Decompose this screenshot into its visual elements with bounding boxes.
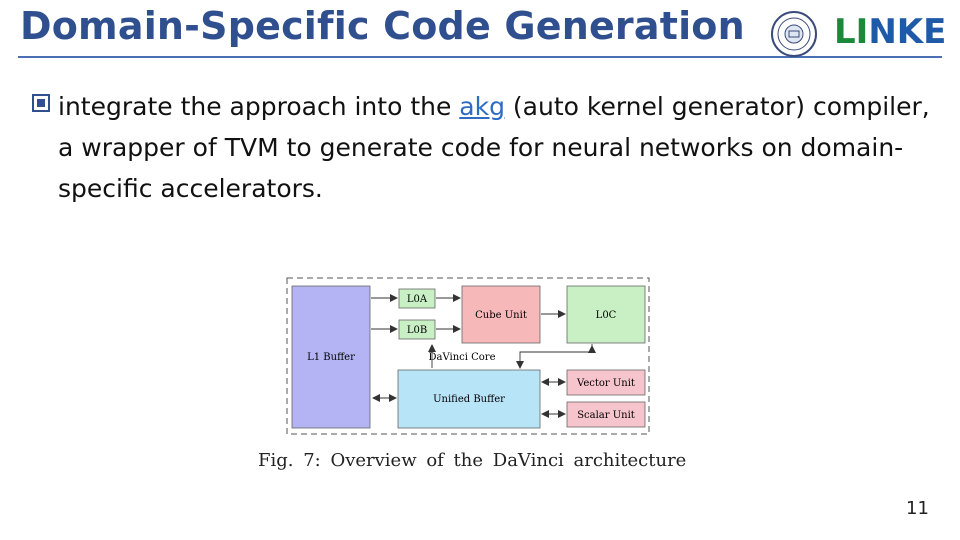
logo-text-a: LI <box>834 12 869 52</box>
l0b-block <box>398 319 436 340</box>
logo-text-b: NKE <box>868 12 947 52</box>
akg-link[interactable]: akg <box>459 92 505 121</box>
bullet-text: integrate the approach into the akg (aut… <box>58 86 932 209</box>
davinci-outer-border <box>286 277 650 435</box>
davinci-core-label: DaVinci Core <box>428 352 495 363</box>
figure-caption: Fig. 7: Overview of the DaVinci architec… <box>258 450 687 471</box>
l0c-block <box>566 285 646 344</box>
l0b-label: L0B <box>407 325 427 336</box>
l0c-label: L0C <box>596 310 617 321</box>
page-number: 11 <box>906 498 929 519</box>
scalar-unit-label: Scalar Unit <box>577 410 635 421</box>
l1-buffer-block <box>291 285 371 429</box>
university-seal-icon <box>771 11 817 57</box>
scalar-unit-block <box>566 401 646 428</box>
bullet-text-before: integrate the approach into the <box>58 92 460 121</box>
davinci-architecture-figure: L1 Buffer L0A L0B Cube Unit L0C DaVinci … <box>280 272 660 440</box>
bullet-text-after: (auto kernel generator) compiler, a wrap… <box>58 92 930 203</box>
vector-unit-label: Vector Unit <box>576 378 635 389</box>
l0a-block <box>398 288 436 309</box>
title-divider <box>18 56 942 58</box>
slide-title: Domain-Specific Code Generation <box>20 4 745 48</box>
bullet-square-icon <box>32 94 50 112</box>
arrow-l0c-to-ub <box>516 344 593 369</box>
cube-unit-block <box>461 285 541 344</box>
bullet-item: integrate the approach into the akg (aut… <box>32 86 932 209</box>
l1-buffer-label: L1 Buffer <box>307 352 355 363</box>
unified-buffer-block <box>397 369 541 429</box>
linke-logo: LINKE <box>834 10 946 54</box>
vector-unit-block <box>566 369 646 396</box>
l0a-label: L0A <box>407 294 428 305</box>
unified-buffer-label: Unified Buffer <box>433 394 505 405</box>
cube-unit-label: Cube Unit <box>475 310 527 321</box>
